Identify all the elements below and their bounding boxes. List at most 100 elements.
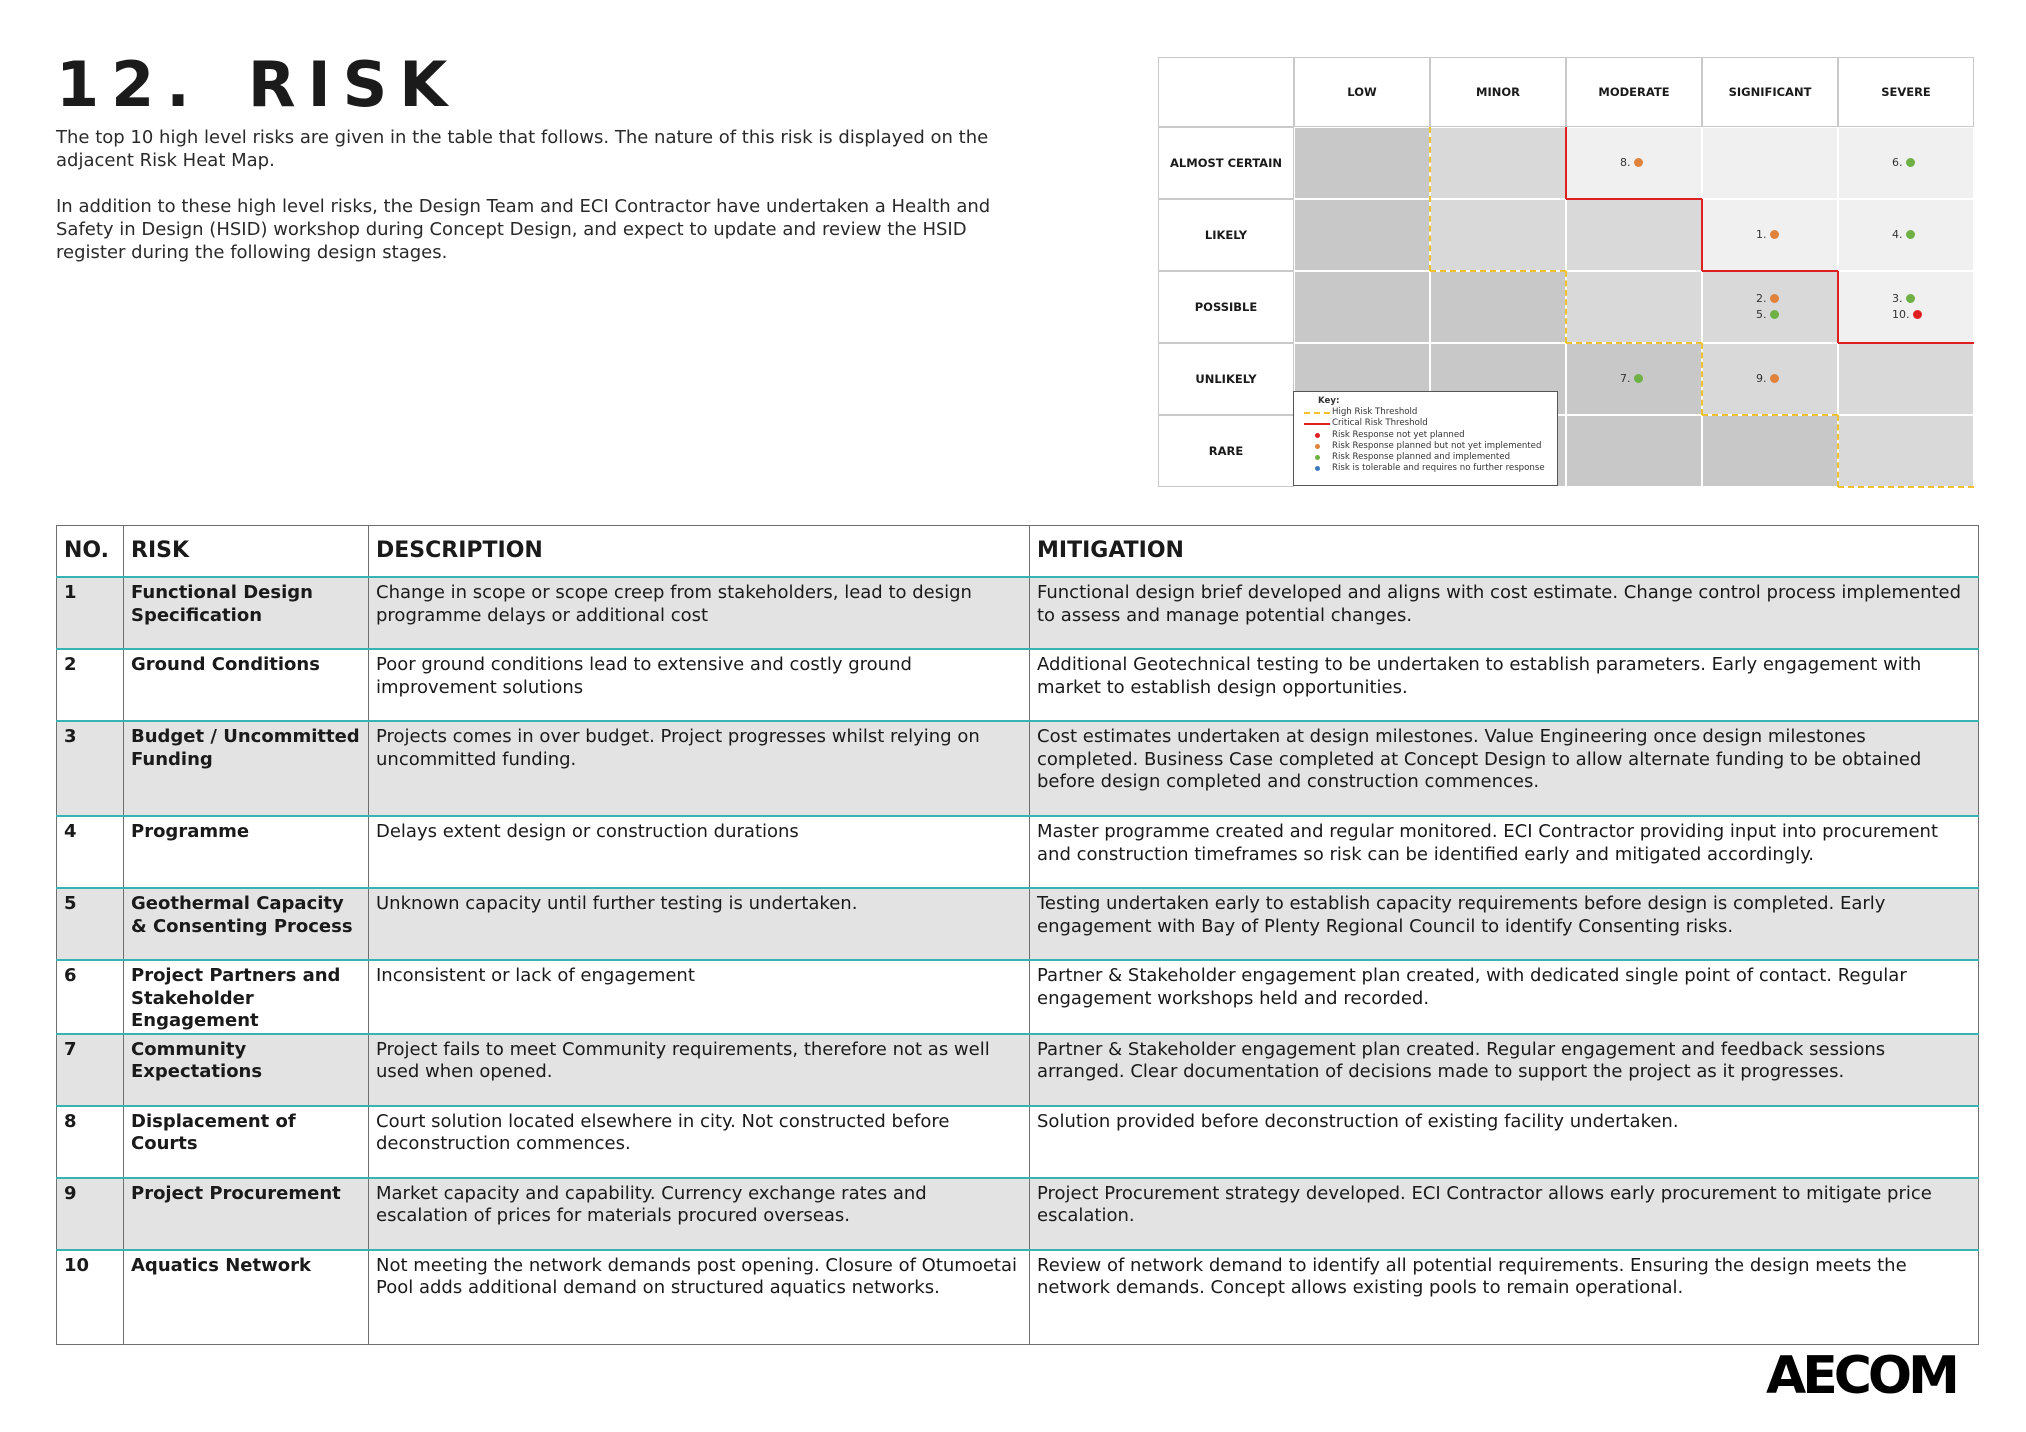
status-dot-icon (1912, 310, 1922, 319)
risk-name: Geothermal Capacity & Consenting Process (123, 887, 369, 961)
consequence-header: LOW (1294, 57, 1430, 127)
likelihood-header: POSSIBLE (1158, 271, 1294, 343)
status-dot-icon (1633, 158, 1643, 167)
heat-map-cell (1566, 415, 1702, 487)
critical-risk-threshold-line (1702, 270, 1838, 272)
status-dot-icon (1769, 374, 1779, 383)
risk-marker-label: 3. (1892, 292, 1903, 305)
key-item-planned-not-implemented: Risk Response planned but not yet implem… (1302, 441, 1549, 452)
section-title: RISK (247, 48, 460, 121)
risk-description: Unknown capacity until further testing i… (368, 887, 1030, 961)
intro-paragraph-1: The top 10 high level risks are given in… (56, 127, 989, 171)
red-dot-icon (1314, 432, 1320, 438)
orange-dot-icon (1314, 443, 1320, 449)
page-title: 12. RISK (56, 48, 459, 121)
risk-marker: 8. (1620, 156, 1643, 169)
key-item-implemented: Risk Response planned and implemented (1302, 452, 1549, 463)
high-risk-threshold-line (1837, 415, 1839, 487)
heat-map-cell (1566, 199, 1702, 271)
risk-description: Delays extent design or construction dur… (368, 815, 1030, 889)
heat-map-corner (1158, 57, 1294, 127)
high-risk-threshold-line (1429, 127, 1431, 271)
risk-mitigation: Solution provided before deconstruction … (1029, 1104, 1979, 1179)
heat-map-cell (1430, 127, 1566, 199)
risk-marker: 4. (1892, 228, 1915, 241)
risk-description: Poor ground conditions lead to extensive… (368, 648, 1030, 722)
risk-marker-label: 1. (1756, 228, 1767, 241)
intro-paragraph-2: In addition to these high level risks, t… (56, 196, 991, 263)
risk-number: 10 (56, 1248, 124, 1345)
risk-mitigation: Review of network demand to identify all… (1029, 1248, 1979, 1345)
status-dot-icon (1769, 310, 1779, 319)
intro-text: The top 10 high level risks are given in… (56, 126, 1016, 287)
risk-marker-label: 10. (1892, 308, 1910, 321)
section-number: 12. (56, 48, 202, 121)
risk-mitigation: Cost estimates undertaken at design mile… (1029, 720, 1979, 817)
heat-map-cell (1430, 199, 1566, 271)
risk-description: Project fails to meet Community requirem… (368, 1032, 1030, 1107)
risk-marker: 10. (1892, 308, 1922, 321)
status-dot-icon (1905, 294, 1915, 303)
risk-mitigation: Partner & Stakeholder engagement plan cr… (1029, 1032, 1979, 1107)
status-dot-icon (1769, 230, 1779, 239)
risk-mitigation: Master programme created and regular mon… (1029, 815, 1979, 889)
risk-mitigation: Functional design brief developed and al… (1029, 576, 1979, 650)
risk-mitigation: Partner & Stakeholder engagement plan cr… (1029, 959, 1979, 1035)
high-risk-threshold-line (1566, 342, 1702, 344)
critical-risk-threshold-line (1837, 271, 1839, 343)
heat-map-cell (1702, 127, 1838, 199)
key-item-high-threshold: High Risk Threshold (1302, 407, 1549, 418)
risk-number: 9 (56, 1176, 124, 1251)
key-item-not-planned: Risk Response not yet planned (1302, 430, 1549, 441)
risk-marker: 7. (1620, 372, 1643, 385)
status-dot-icon (1905, 158, 1915, 167)
dashed-line-icon (1304, 411, 1330, 414)
consequence-header: MINOR (1430, 57, 1566, 127)
risk-marker-label: 4. (1892, 228, 1903, 241)
blue-dot-icon (1314, 466, 1320, 472)
risk-name: Ground Conditions (123, 648, 369, 722)
risk-marker: 5. (1756, 308, 1779, 321)
status-dot-icon (1633, 374, 1643, 383)
risk-description: Change in scope or scope creep from stak… (368, 576, 1030, 650)
header-description: DESCRIPTION (368, 525, 1030, 578)
risk-description: Court solution located elsewhere in city… (368, 1104, 1030, 1179)
risk-marker-label: 8. (1620, 156, 1631, 169)
likelihood-header: ALMOST CERTAIN (1158, 127, 1294, 199)
high-risk-threshold-line (1565, 271, 1567, 343)
risk-name: Project Partners and Stakeholder Engagem… (123, 959, 369, 1035)
heat-map-cell (1566, 271, 1702, 343)
risk-marker: 2. (1756, 292, 1779, 305)
high-risk-threshold-line (1430, 270, 1566, 272)
risk-mitigation: Testing undertaken early to establish ca… (1029, 887, 1979, 961)
risk-marker-label: 6. (1892, 156, 1903, 169)
risk-number: 1 (56, 576, 124, 650)
risk-name: Programme (123, 815, 369, 889)
key-item-critical-threshold: Critical Risk Threshold (1302, 418, 1549, 429)
key-title: Key: (1318, 396, 1340, 406)
risk-number: 6 (56, 959, 124, 1035)
solid-line-icon (1304, 423, 1330, 425)
risk-marker-label: 7. (1620, 372, 1631, 385)
likelihood-header: LIKELY (1158, 199, 1294, 271)
critical-risk-threshold-line (1565, 127, 1567, 199)
heat-map-cell (1702, 343, 1838, 415)
status-dot-icon (1769, 294, 1779, 303)
risk-marker-label: 5. (1756, 308, 1767, 321)
heat-map-cell (1702, 271, 1838, 343)
risk-mitigation: Project Procurement strategy developed. … (1029, 1176, 1979, 1251)
likelihood-header: RARE (1158, 415, 1294, 487)
green-dot-icon (1314, 455, 1320, 461)
heat-map-cell (1294, 127, 1430, 199)
consequence-header: MODERATE (1566, 57, 1702, 127)
header-mitigation: MITIGATION (1029, 525, 1979, 578)
risk-number: 8 (56, 1104, 124, 1179)
high-risk-threshold-line (1838, 486, 1974, 488)
risk-marker: 1. (1756, 228, 1779, 241)
